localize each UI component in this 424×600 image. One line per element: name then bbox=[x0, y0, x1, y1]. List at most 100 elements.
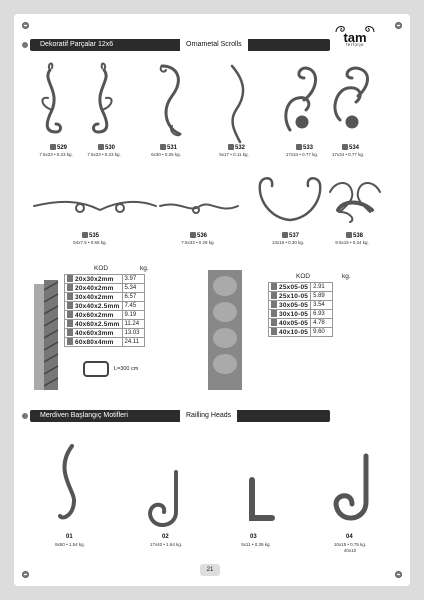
railing-head-04-spec2: 40x10 bbox=[343, 548, 357, 553]
scroll-532-code: 532 bbox=[228, 144, 245, 151]
section-bullet-icon bbox=[22, 42, 28, 48]
scroll-536-code: 536 bbox=[190, 232, 207, 239]
prefix-icon bbox=[67, 320, 73, 327]
scroll-531-curl bbox=[159, 65, 167, 73]
scroll-531-shape bbox=[160, 64, 182, 136]
scroll-529-curl bbox=[41, 96, 53, 111]
product-prefix-icon bbox=[160, 144, 166, 150]
scroll-529-code: 529 bbox=[50, 144, 67, 151]
product-prefix-icon bbox=[82, 232, 88, 238]
table1-kod-header: KOD bbox=[94, 265, 109, 272]
railing-head-03-shape bbox=[249, 477, 275, 521]
scroll-537-spec: 13x16 • 0.30 kg. bbox=[271, 240, 305, 245]
brand-subtitle: ferforje bbox=[345, 42, 364, 47]
section2-title-en: Railling Heads bbox=[180, 410, 238, 422]
scroll-533-spec: 17x34 • 0.77 kg. bbox=[285, 152, 319, 157]
prefix-icon bbox=[271, 310, 277, 317]
scroll-530-curl bbox=[101, 96, 113, 111]
brand-name: tam bbox=[343, 30, 367, 45]
scroll-532-spec: 5x17 • 0.11 kg. bbox=[219, 152, 249, 157]
twisted-bar-1 bbox=[34, 280, 59, 390]
scroll-535-curl-right bbox=[115, 203, 125, 213]
scroll-536-curl bbox=[192, 206, 200, 214]
product-prefix-icon bbox=[342, 144, 348, 150]
product-prefix-icon bbox=[296, 144, 302, 150]
corner-screw-icon bbox=[395, 22, 402, 29]
section-title-en: Ornametal Scrolls bbox=[180, 39, 248, 51]
railing-head-04-shape bbox=[333, 453, 369, 521]
scroll-537-shape bbox=[258, 177, 322, 222]
product-prefix-icon bbox=[190, 232, 196, 238]
scroll-538-leaves bbox=[336, 200, 374, 212]
scroll-530-leaf bbox=[100, 62, 107, 71]
corner-screw-icon bbox=[22, 22, 29, 29]
prefix-icon bbox=[67, 302, 73, 309]
hammered-bar bbox=[208, 270, 242, 390]
product-prefix-icon bbox=[282, 232, 288, 238]
railing-head-02-shape bbox=[147, 470, 178, 527]
railing-head-02-spec: 17x40 • 1.64 kg. bbox=[149, 542, 183, 547]
table1-kg-header: kg. bbox=[140, 265, 149, 272]
scroll-533-code: 533 bbox=[296, 144, 313, 151]
scroll-530-code: 530 bbox=[98, 144, 115, 151]
prefix-icon bbox=[271, 292, 277, 299]
scroll-532-shape bbox=[230, 64, 245, 144]
railing-head-04-code: 04 bbox=[346, 534, 353, 540]
scroll-531-leaf bbox=[170, 125, 181, 137]
scroll-531-code: 531 bbox=[160, 144, 177, 151]
railing-head-01-shape bbox=[58, 444, 77, 520]
prefix-icon bbox=[271, 328, 277, 335]
scroll-535-code: 535 bbox=[82, 232, 99, 239]
prefix-icon bbox=[271, 283, 277, 290]
scroll-534-knot bbox=[345, 115, 359, 129]
scroll-535-shape bbox=[33, 200, 157, 212]
scroll-534-spec: 17x34 • 0.77 kg. bbox=[331, 152, 365, 157]
page-number: 21 bbox=[200, 564, 220, 576]
scroll-533-knot bbox=[295, 115, 309, 129]
prefix-icon bbox=[67, 338, 73, 345]
scroll-533-shape bbox=[284, 66, 317, 132]
railing-head-03-code: 03 bbox=[250, 534, 257, 540]
table2-kod-header: KOD bbox=[296, 273, 311, 280]
product-prefix-icon bbox=[228, 144, 234, 150]
prefix-icon bbox=[67, 293, 73, 300]
scroll-536-shape bbox=[159, 203, 239, 210]
scroll-531-spec: 6x30 • 0.25 kg. bbox=[151, 152, 181, 157]
scroll-538-spec: 9.5x15 • 0.24 kg. bbox=[335, 240, 369, 245]
product-prefix-icon bbox=[98, 144, 104, 150]
railing-head-04-spec: 10x15 • 0.75 kg. bbox=[333, 542, 367, 547]
railing-head-02-code: 02 bbox=[162, 534, 169, 540]
scroll-529-leaf bbox=[47, 62, 54, 71]
railing-head-03-spec: 5x11 • 0.39 kg. bbox=[241, 542, 271, 547]
scroll-529-spec: 7.5x23 • 0.23 kg. bbox=[39, 152, 73, 157]
scroll-536-spec: 7.5x33 • 0.29 kg. bbox=[181, 240, 215, 245]
scroll-529-shape bbox=[45, 68, 62, 134]
scroll-535-spec: 54x7.5 • 0.65 kg. bbox=[73, 240, 107, 245]
prefix-icon bbox=[271, 319, 277, 326]
prefix-icon bbox=[67, 275, 73, 282]
corner-screw-icon bbox=[22, 571, 29, 578]
scroll-530-shape bbox=[92, 68, 109, 134]
product-prefix-icon bbox=[346, 232, 352, 238]
prefix-icon bbox=[67, 284, 73, 291]
logo-swirl-icon bbox=[335, 26, 375, 33]
prefix-icon bbox=[271, 301, 277, 308]
scroll-534-shape bbox=[333, 66, 369, 122]
railing-head-01-spec: 8x50 • 1.54 kg. bbox=[55, 542, 85, 547]
prefix-icon bbox=[67, 329, 73, 336]
